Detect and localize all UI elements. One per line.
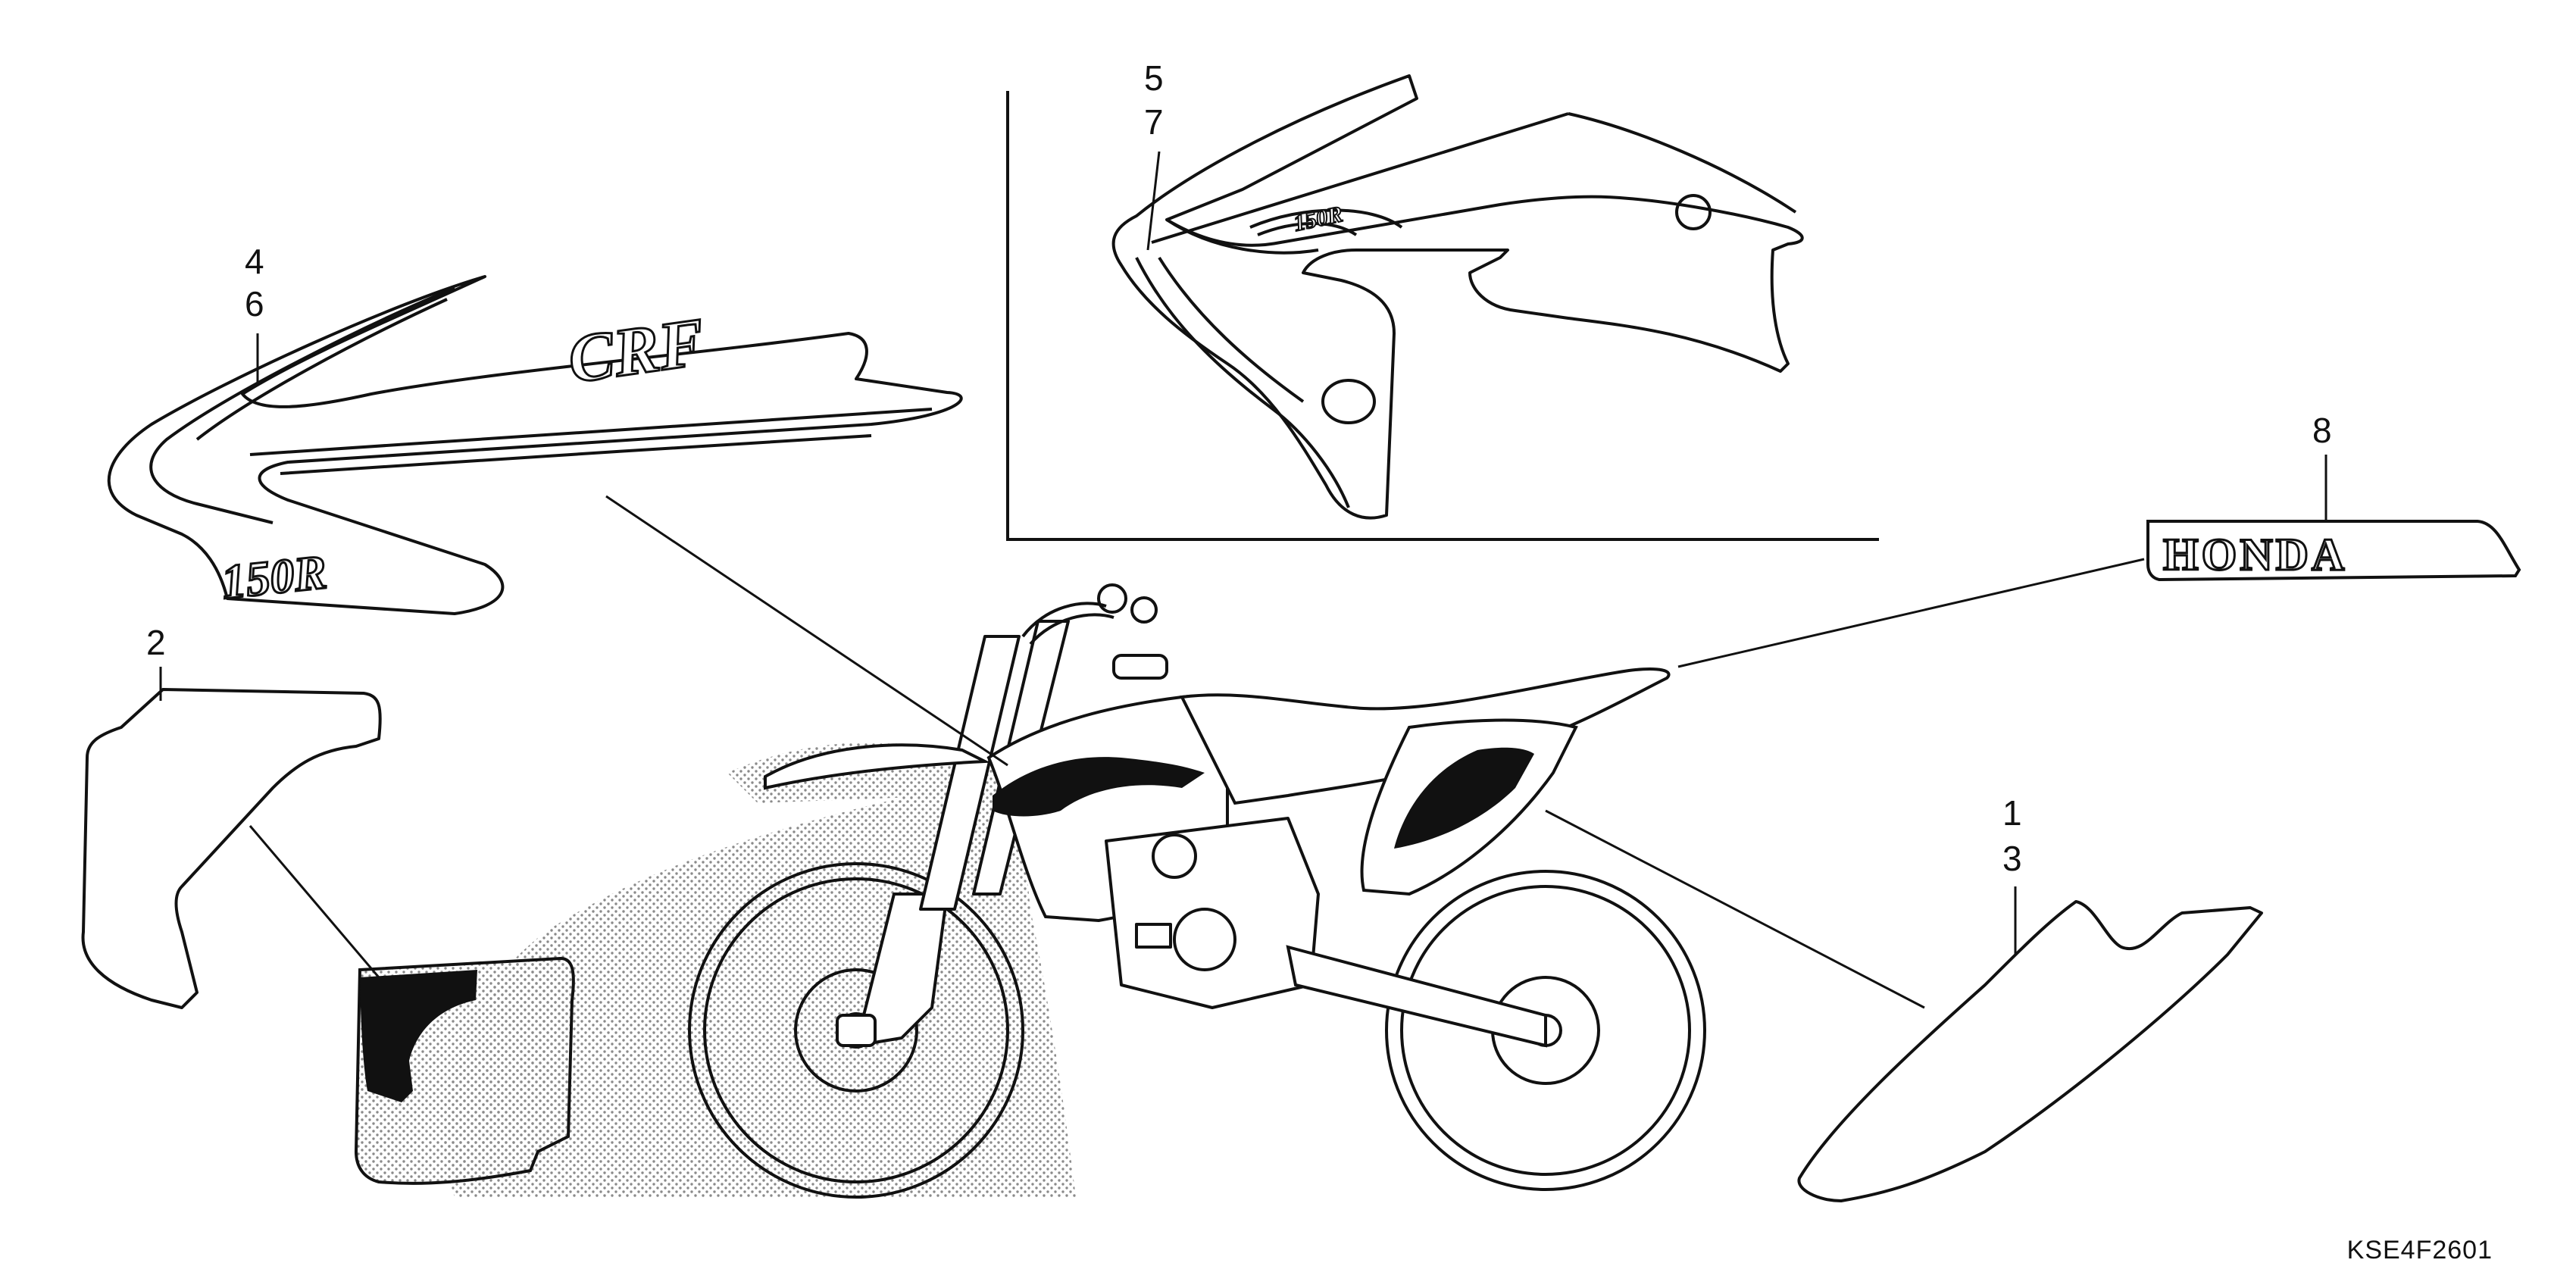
callout-7: 7 (1144, 102, 1164, 142)
shroud-stripe-decal-4-6 (107, 275, 963, 615)
callout-2: 2 (146, 623, 166, 662)
crf-logo-text: CRF (564, 305, 709, 398)
number-plate-decal-2 (81, 688, 382, 1009)
inset-frame (1006, 91, 1879, 541)
callout-5: 5 (1144, 58, 1164, 98)
shroud-decal-5-7 (1111, 74, 1804, 520)
150r-logo-on-decal: 150R (218, 543, 330, 610)
callout-3: 3 (2002, 839, 2022, 878)
honda-emblem-8: HONDA (2146, 520, 2521, 582)
callout-1: 1 (2002, 793, 2022, 833)
150r-logo-text: 150R (219, 545, 329, 609)
callout-8: 8 (2312, 411, 2332, 450)
leader-lines (159, 151, 2327, 1009)
callout-6: 6 (245, 284, 264, 324)
150r-small-text: 150R (1292, 202, 1345, 236)
honda-emblem-text: HONDA (2163, 530, 2347, 580)
callout-4: 4 (245, 242, 264, 281)
side-cover-decal-1-3 (1797, 900, 2263, 1202)
150r-small-logo: 150R (1291, 201, 1346, 237)
motorcycle-illustration (354, 583, 1706, 1199)
crf-logo-on-decal: CRF (563, 303, 711, 399)
diagram-code: KSE4F2601 (2346, 1236, 2493, 1265)
